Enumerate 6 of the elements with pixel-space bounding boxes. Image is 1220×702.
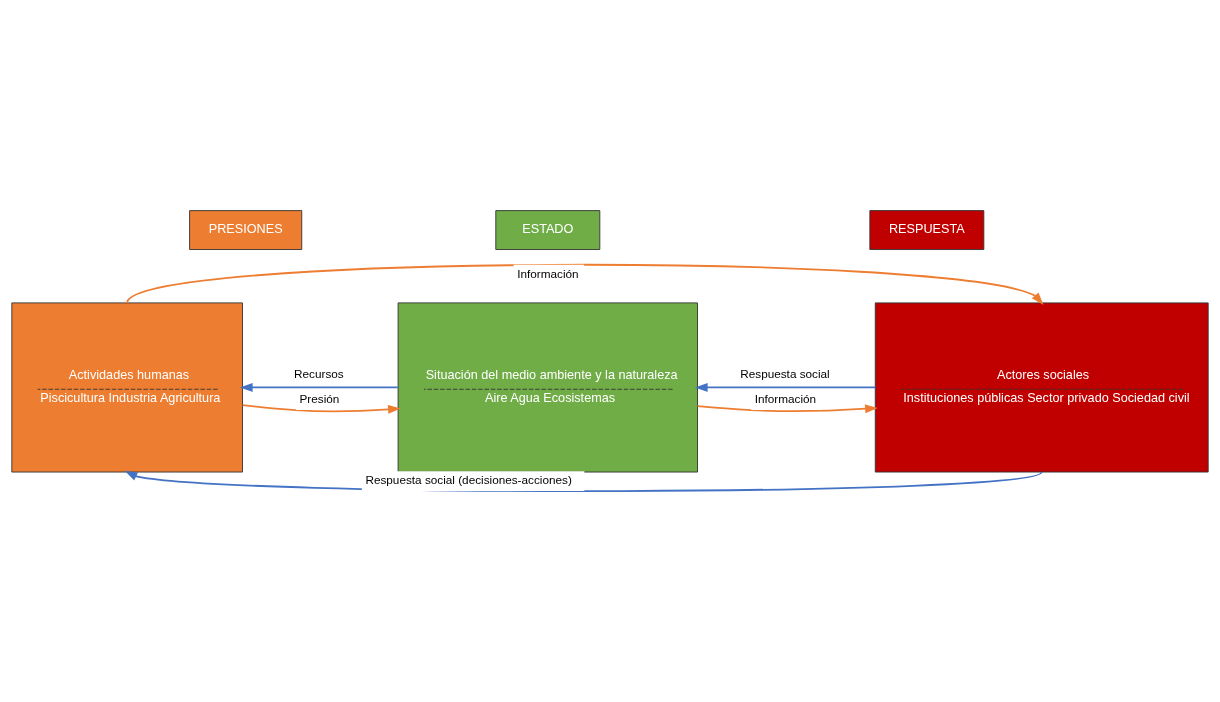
edge-label: Información xyxy=(517,266,579,280)
edge-label: Información xyxy=(754,392,817,406)
edge-label: Presión xyxy=(299,392,340,406)
edge-label: Respuesta social (decisiones-acciones) xyxy=(365,473,572,487)
edge-label: Respuesta social xyxy=(740,366,830,380)
edge-label: Recursos xyxy=(294,366,344,380)
